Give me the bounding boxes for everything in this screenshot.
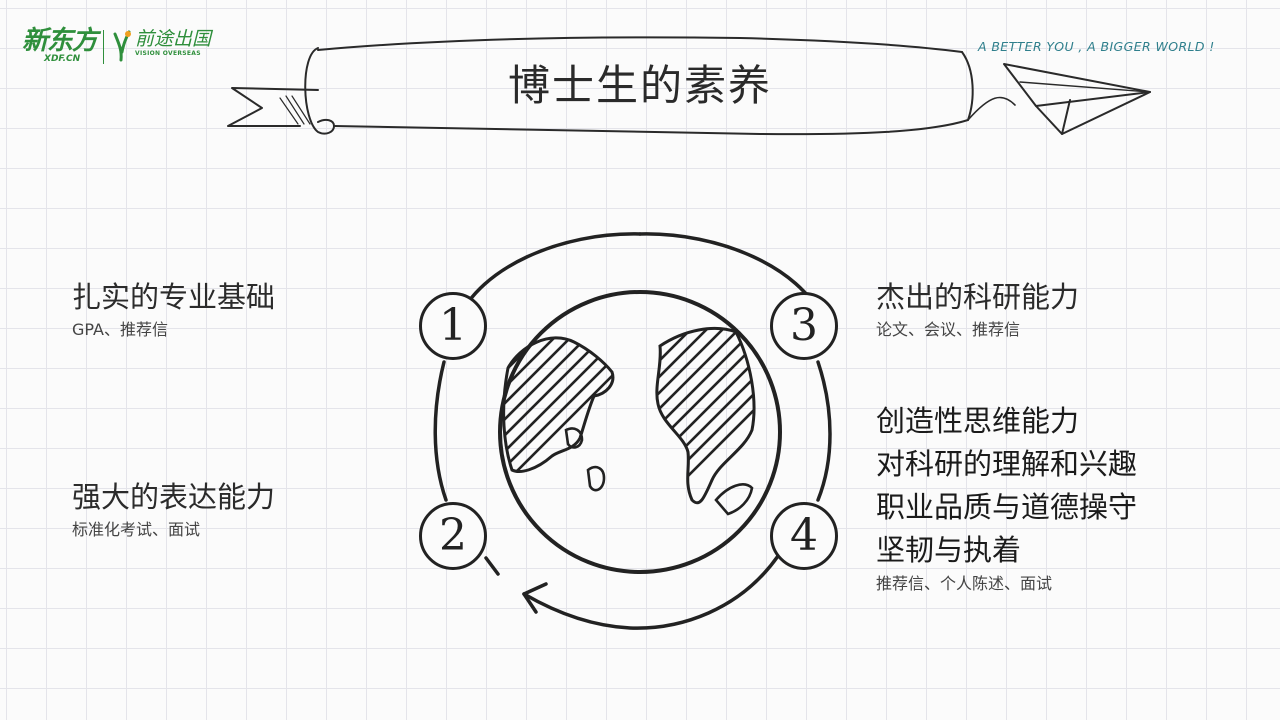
xdf-logo-domain: XDF.CN: [44, 54, 81, 64]
topic-subtext: 论文、会议、推荐信: [876, 320, 1021, 340]
topic-subtext: 推荐信、个人陈述、面试: [876, 573, 1053, 593]
topic-subtext: GPA、推荐信: [72, 320, 168, 340]
topic-heading-perseverance: 坚韧与执着: [876, 532, 1022, 567]
topic-heading: 强大的表达能力: [72, 480, 276, 514]
brand-logo: 新东方 XDF.CN 前途出国 VISION OVERSEAS: [22, 28, 211, 72]
banner-left-tail: [227, 87, 319, 127]
banner-left-curl: [304, 47, 335, 135]
cycle-ring-top-left: [456, 232, 642, 322]
tagline: A BETTER YOU , A BIGGER WORLD !: [978, 39, 1215, 54]
topic-expression-ability: 强大的表达能力 标准化考试、面试: [72, 479, 275, 541]
paper-plane-icon: [1003, 63, 1151, 107]
xdf-logo: 新东方 XDF.CN: [22, 26, 98, 64]
vision-logo-en: VISION OVERSEAS: [135, 50, 201, 57]
cycle-ring-left: [433, 360, 448, 502]
cycle-ring-right: [816, 360, 832, 502]
step-node-1: 1: [419, 292, 487, 360]
banner-right-edge: [961, 51, 974, 121]
topic-heading-creative-thinking: 创造性思维能力: [876, 404, 1080, 438]
topic-research-ability: 杰出的科研能力 论文、会议、推荐信: [876, 279, 1079, 341]
step-node-3: 3: [770, 292, 838, 360]
banner-tail-hatch: [279, 95, 311, 125]
topic-personal-qualities: 创造性思维能力 对科研的理解和兴趣 职业品质与道德操守 坚韧与执着 推荐信、个人…: [876, 400, 1137, 594]
topic-heading: 杰出的科研能力: [876, 280, 1080, 314]
vision-logo-cn: 前途出国: [135, 28, 212, 50]
topic-heading-research-interest: 对科研的理解和兴趣: [876, 446, 1138, 481]
topic-professional-foundation: 扎实的专业基础 GPA、推荐信: [72, 279, 275, 341]
cycle-ring-bottom: [522, 554, 780, 630]
vision-overseas-logo: 前途出国 VISION OVERSEAS: [111, 28, 211, 62]
topic-subtext: 标准化考试、面试: [72, 520, 201, 540]
banner-top-edge: [317, 36, 963, 53]
xdf-logo-text: 新东方: [22, 26, 98, 56]
topic-heading-professional-ethics: 职业品质与道德操守: [876, 489, 1138, 524]
cycle-arrow-head: [522, 582, 548, 614]
topic-heading: 扎实的专业基础: [72, 280, 276, 314]
step-node-2: 2: [419, 502, 487, 570]
vision-person-icon: [113, 30, 132, 62]
banner-bottom-edge: [333, 119, 969, 136]
logo-divider: [103, 30, 105, 64]
step-node-4: 4: [770, 502, 838, 570]
page-title: 博士生的素养: [507, 61, 772, 110]
